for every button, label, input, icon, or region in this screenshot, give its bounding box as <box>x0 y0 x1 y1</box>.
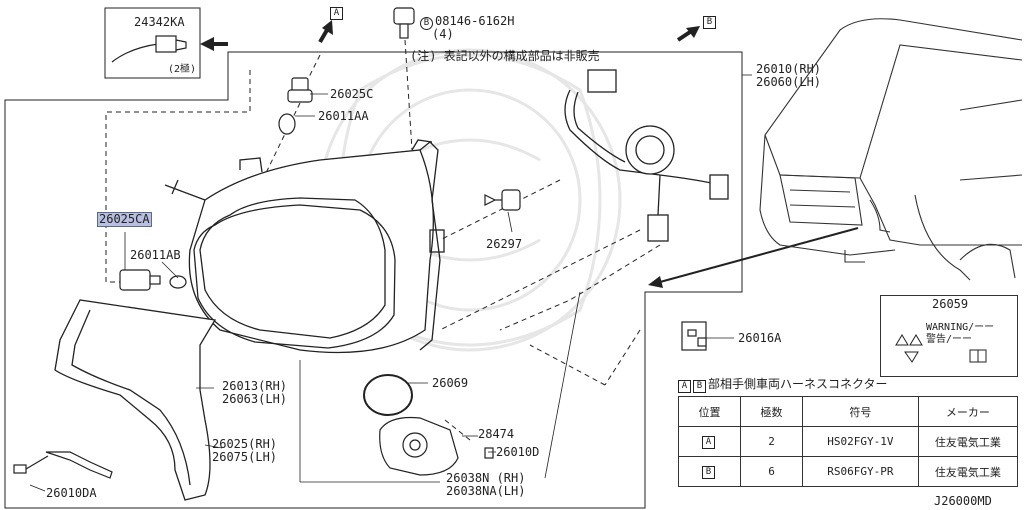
warning-sub: 警告/ーー <box>926 334 973 345</box>
table-row: A 2 HS02FGY-1V 住友電気工業 <box>677 426 1019 457</box>
table-cell-position: A <box>677 426 742 457</box>
label-26025-rh: 26025(RH) <box>212 437 278 451</box>
table-cell-position: B <box>677 456 742 487</box>
watermark-emblem <box>318 48 622 352</box>
solid-leaders <box>29 74 752 492</box>
label-26011ab: 26011AB <box>130 248 181 262</box>
table-cell-maker: 住友電気工業 <box>917 426 1019 457</box>
label-26016a: 26016A <box>738 331 782 345</box>
connector-inset-frame <box>104 7 201 79</box>
connector-26016a-drawing <box>681 321 707 351</box>
label-26010-rh: 26010(RH) <box>756 62 822 76</box>
label-26013-rh: 26013(RH) <box>222 379 288 393</box>
label-24342ka: 24342KA <box>134 15 185 29</box>
diagram-code: J26000MD <box>934 494 992 508</box>
callout-a-tag: A <box>330 5 345 20</box>
label-26011aa: 26011AA <box>318 109 369 123</box>
label-26059: 26059 <box>932 297 969 311</box>
bezel-drawing <box>54 299 217 501</box>
arrow-to-callout-b <box>676 26 700 42</box>
warning-label-box <box>880 295 1018 377</box>
label-28474: 28474 <box>478 427 515 441</box>
note-text: (注) 表記以外の構成部品は非販売 <box>410 49 600 63</box>
screw-26010da-drawing <box>13 451 113 479</box>
bulb-26011aa-drawing <box>278 113 296 135</box>
table-cell-code: HS02FGY-1V <box>802 426 919 457</box>
table-header-row: 位置 極数 符号 メーカー <box>677 396 1019 427</box>
leveler-drawing <box>379 416 494 476</box>
bolt-drawing <box>393 7 415 39</box>
table-row: B 6 RS06FGY-PR 住友電気工業 <box>677 456 1019 487</box>
headlamp-housing-drawing <box>164 139 445 354</box>
inset-connector-drawing <box>111 35 187 63</box>
label-26010da: 26010DA <box>46 486 97 500</box>
label-26010d: 26010D <box>496 445 540 459</box>
bulb-26011ab-drawing <box>169 275 187 289</box>
warning-pictograms <box>895 334 987 363</box>
label-pole-count: (2極) <box>168 64 197 75</box>
arrow-to-callout-a <box>318 20 333 44</box>
table-cell-poles: 2 <box>740 426 804 457</box>
table-cell-code: RS06FGY-PR <box>802 456 919 487</box>
arrow-to-inset <box>200 37 228 51</box>
table-header-maker: メーカー <box>917 396 1019 427</box>
label-26025c: 26025C <box>330 87 374 101</box>
vehicle-drawing <box>759 18 1023 281</box>
harness-drawing <box>564 69 729 242</box>
bulb-26025c-drawing <box>287 77 313 103</box>
arrow-car-to-lamp <box>648 227 859 288</box>
table-header-poles: 極数 <box>740 396 804 427</box>
table-header-code: 符号 <box>802 396 919 427</box>
ring-26069-drawing <box>363 374 413 416</box>
label-26060-lh: 26060(LH) <box>756 75 822 89</box>
connector-table: 位置 極数 符号 メーカー A 2 HS02FGY-1V 住友電気工業 B 6 … <box>677 396 1019 487</box>
label-26038na-lh: 26038NA(LH) <box>446 484 526 498</box>
label-26297: 26297 <box>486 237 523 251</box>
table-header-position: 位置 <box>677 396 742 427</box>
table-cell-poles: 6 <box>740 456 804 487</box>
label-26038n-rh: 26038N (RH) <box>446 471 526 485</box>
assembly-frame <box>4 51 743 509</box>
label-26075-lh: 26075(LH) <box>212 450 278 464</box>
label-26069: 26069 <box>432 376 469 390</box>
bulb-26297-drawing <box>484 189 521 211</box>
label-26025ca: 26025CA <box>97 212 152 227</box>
callout-b-tag: B <box>703 14 718 29</box>
label-26063-lh: 26063(LH) <box>222 392 288 406</box>
bulb-26025ca-drawing <box>119 269 161 291</box>
table-cell-maker: 住友電気工業 <box>917 456 1019 487</box>
warning-text: WARNING/ーー <box>926 322 995 333</box>
bolt-qty: (4) <box>432 27 454 41</box>
